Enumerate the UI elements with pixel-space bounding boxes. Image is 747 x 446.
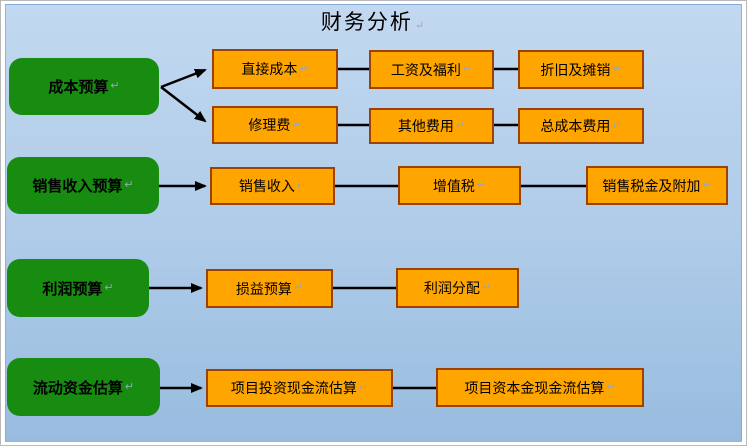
node-sales-tax-surcharge: 销售税金及附加↵: [586, 166, 728, 205]
paragraph-mark: ↵: [104, 281, 114, 294]
paragraph-mark: ↵: [606, 381, 616, 393]
node-label: 直接成本: [241, 61, 298, 77]
paragraph-mark: ↵: [296, 179, 307, 192]
node-cost-budget: 成本预算↵: [9, 58, 159, 115]
paragraph-mark: ↵: [612, 63, 622, 75]
node-working-capital-estimate: 流动资金估算↵: [7, 358, 160, 416]
node-label: 增值税: [432, 177, 475, 194]
diagram-title: 财务分析↵: [321, 6, 426, 36]
node-other-expenses: 其他费用↵: [369, 108, 494, 144]
paragraph-mark: ↵: [702, 179, 712, 191]
node-label: 流动资金估算: [32, 379, 123, 397]
node-depreciation-amortization: 折旧及摊销↵: [518, 50, 644, 89]
paragraph-mark: ↵: [293, 282, 304, 294]
node-wages-benefits: 工资及福利↵: [369, 50, 494, 89]
paragraph-mark: ↵: [455, 119, 466, 132]
node-project-capital-cashflow-estimate: 项目资本金现金流估算↵: [436, 368, 644, 407]
node-label: 修理费: [248, 117, 291, 133]
node-label: 项目投资现金流估算: [230, 380, 357, 396]
node-label: 其他费用: [397, 118, 454, 134]
paragraph-mark: ↵: [476, 179, 487, 191]
paragraph-mark: ↵: [481, 281, 492, 294]
node-label: 利润分配: [423, 280, 480, 296]
paragraph-mark: ↵: [414, 19, 427, 32]
node-sales-revenue: 销售收入↵: [210, 167, 335, 205]
paragraph-mark: ↵: [124, 179, 134, 191]
paragraph-mark: ↵: [110, 80, 120, 92]
node-vat: 增值税↵: [398, 166, 521, 205]
node-label: 折旧及摊销: [540, 61, 611, 78]
node-repair-fee: 修理费↵: [212, 106, 338, 144]
node-sales-revenue-budget: 销售收入预算↵: [7, 157, 159, 214]
node-label: 成本预算: [48, 79, 109, 96]
node-label: 销售税金及附加: [602, 177, 701, 194]
paragraph-mark: ↵: [612, 119, 622, 132]
node-project-investment-cashflow-estimate: 项目投资现金流估算↵: [206, 369, 393, 407]
node-total-cost-expenses: 总成本费用↵: [518, 108, 644, 144]
paragraph-mark: ↵: [299, 62, 309, 75]
node-label: 销售收入预算: [32, 178, 123, 195]
paragraph-mark: ↵: [358, 381, 369, 394]
node-direct-cost: 直接成本↵: [212, 49, 338, 89]
node-label: 总成本费用: [540, 118, 611, 134]
paragraph-mark: ↵: [462, 63, 473, 75]
node-profit-budget: 利润预算↵: [7, 259, 149, 317]
node-profit-loss-budget: 损益预算↵: [206, 269, 333, 308]
node-label: 项目资本金现金流估算: [464, 379, 605, 396]
node-profit-distribution: 利润分配↵: [396, 268, 519, 308]
node-label: 损益预算: [235, 280, 292, 297]
title-text: 财务分析: [320, 10, 413, 34]
node-label: 利润预算: [42, 280, 103, 298]
paragraph-mark: ↵: [124, 380, 135, 393]
node-label: 销售收入: [238, 178, 295, 194]
node-label: 工资及福利: [390, 61, 461, 78]
paragraph-mark: ↵: [292, 118, 302, 131]
